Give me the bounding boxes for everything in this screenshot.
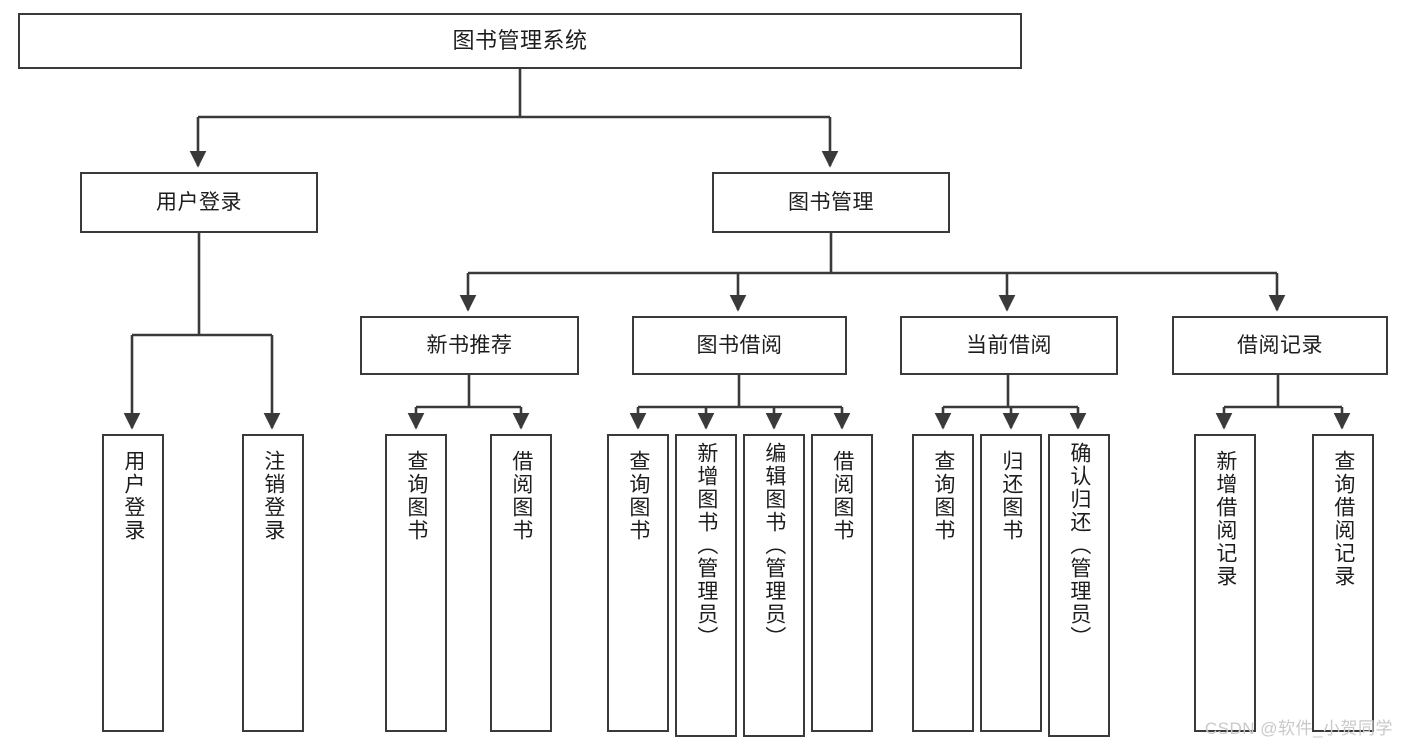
node-leaf-confirm-return-label: 确认归还（管理员） [1067, 442, 1091, 649]
node-current-borrow[interactable]: 当前借阅 [900, 316, 1118, 375]
node-leaf-add-record[interactable]: 新增借阅记录 [1194, 434, 1256, 732]
node-leaf-query-book-2-label: 查询图书 [626, 450, 650, 542]
node-leaf-user-login[interactable]: 用户登录 [102, 434, 164, 732]
node-leaf-user-login-label: 用户登录 [121, 450, 145, 542]
node-leaf-edit-book[interactable]: 编辑图书（管理员） [743, 434, 805, 737]
node-new-book-recommend-label: 新书推荐 [426, 333, 513, 357]
node-leaf-query-record[interactable]: 查询借阅记录 [1312, 434, 1374, 732]
watermark-credit: CSDN @软件_小贺同学 [1204, 719, 1393, 738]
node-borrow-record[interactable]: 借阅记录 [1172, 316, 1388, 375]
node-book-borrow-label: 图书借阅 [696, 333, 783, 357]
node-leaf-query-book-1-label: 查询图书 [404, 450, 428, 542]
node-book-borrow[interactable]: 图书借阅 [632, 316, 847, 375]
node-root[interactable]: 图书管理系统 [18, 13, 1022, 69]
node-book-manage[interactable]: 图书管理 [712, 172, 950, 233]
node-leaf-user-logout[interactable]: 注销登录 [242, 434, 304, 732]
node-root-label: 图书管理系统 [452, 27, 588, 53]
node-borrow-record-label: 借阅记录 [1237, 333, 1323, 357]
node-leaf-borrow-book-2-label: 借阅图书 [830, 450, 854, 542]
node-leaf-user-logout-label: 注销登录 [261, 450, 285, 542]
node-current-borrow-label: 当前借阅 [966, 333, 1052, 357]
node-new-book-recommend[interactable]: 新书推荐 [360, 316, 579, 375]
node-leaf-edit-book-label: 编辑图书（管理员） [762, 442, 786, 649]
node-leaf-query-book-3-label: 查询图书 [931, 450, 955, 542]
node-leaf-query-book-1[interactable]: 查询图书 [385, 434, 447, 732]
node-leaf-confirm-return[interactable]: 确认归还（管理员） [1048, 434, 1110, 737]
node-leaf-return-book[interactable]: 归还图书 [980, 434, 1042, 732]
node-leaf-borrow-book-2[interactable]: 借阅图书 [811, 434, 873, 732]
node-book-manage-label: 图书管理 [788, 190, 874, 214]
node-leaf-add-record-label: 新增借阅记录 [1213, 450, 1237, 588]
node-leaf-add-book[interactable]: 新增图书（管理员） [675, 434, 737, 737]
node-leaf-query-record-label: 查询借阅记录 [1331, 450, 1355, 588]
node-leaf-borrow-book-1[interactable]: 借阅图书 [490, 434, 552, 732]
node-leaf-borrow-book-1-label: 借阅图书 [509, 450, 533, 542]
node-user-login-label: 用户登录 [156, 190, 242, 214]
node-leaf-query-book-3[interactable]: 查询图书 [912, 434, 974, 732]
node-leaf-return-book-label: 归还图书 [999, 450, 1023, 542]
node-leaf-add-book-label: 新增图书（管理员） [694, 442, 718, 649]
node-leaf-query-book-2[interactable]: 查询图书 [607, 434, 669, 732]
node-user-login[interactable]: 用户登录 [80, 172, 318, 233]
